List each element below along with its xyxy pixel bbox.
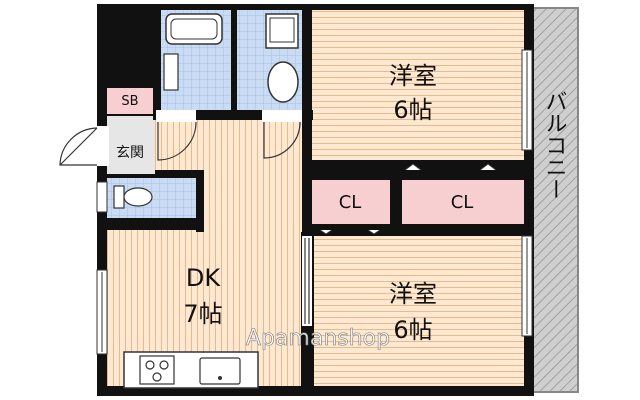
sink-icon xyxy=(199,357,241,385)
door-entrance xyxy=(59,127,98,166)
toilet-icon xyxy=(113,185,125,209)
window-toilet xyxy=(96,181,108,213)
closet-1-label: CL xyxy=(339,192,362,213)
western-1-size: 6帖 xyxy=(393,96,432,124)
closet-2-label: CL xyxy=(451,192,474,213)
wall-dk-top xyxy=(107,218,204,230)
western-1-name: 洋室 xyxy=(389,62,437,90)
western-room-2 xyxy=(314,236,524,386)
washbasin-icon xyxy=(265,13,299,49)
western-2-name: 洋室 xyxy=(389,280,437,308)
closet-1-area xyxy=(312,180,390,224)
entrance-area xyxy=(107,116,155,174)
entrance-label: 玄関 xyxy=(116,144,144,161)
hallway-upper xyxy=(153,120,205,170)
wall-closet-bottom xyxy=(302,224,524,236)
wall-wet-bottom xyxy=(153,110,313,120)
western-room-1 xyxy=(312,10,524,160)
wall-bath-divider xyxy=(231,10,237,110)
balcony-area xyxy=(529,7,579,393)
wall-closet-divider xyxy=(390,180,402,224)
watermark-text: Apamanshop xyxy=(246,326,390,351)
hallway xyxy=(204,120,302,232)
wall-center xyxy=(302,10,312,390)
stove-icon xyxy=(139,355,175,385)
dk-name: DK xyxy=(186,264,221,292)
western-2-size: 6帖 xyxy=(393,316,432,344)
bathtub-icon xyxy=(165,13,223,45)
door-washroom xyxy=(263,121,301,159)
shoe-box-label: SB xyxy=(121,94,138,109)
wall-entrance-top xyxy=(107,174,197,178)
wall-toilet-right xyxy=(196,170,204,232)
wall-bath-left xyxy=(153,10,161,120)
washing-machine-icon xyxy=(267,61,299,103)
shoe-box-area xyxy=(107,88,153,114)
closet-2-area xyxy=(402,180,524,224)
vanity-icon xyxy=(163,53,179,91)
dk-size: 7帖 xyxy=(183,300,222,328)
door-bath xyxy=(157,121,197,161)
balcony-label: バルコニー xyxy=(542,90,567,200)
